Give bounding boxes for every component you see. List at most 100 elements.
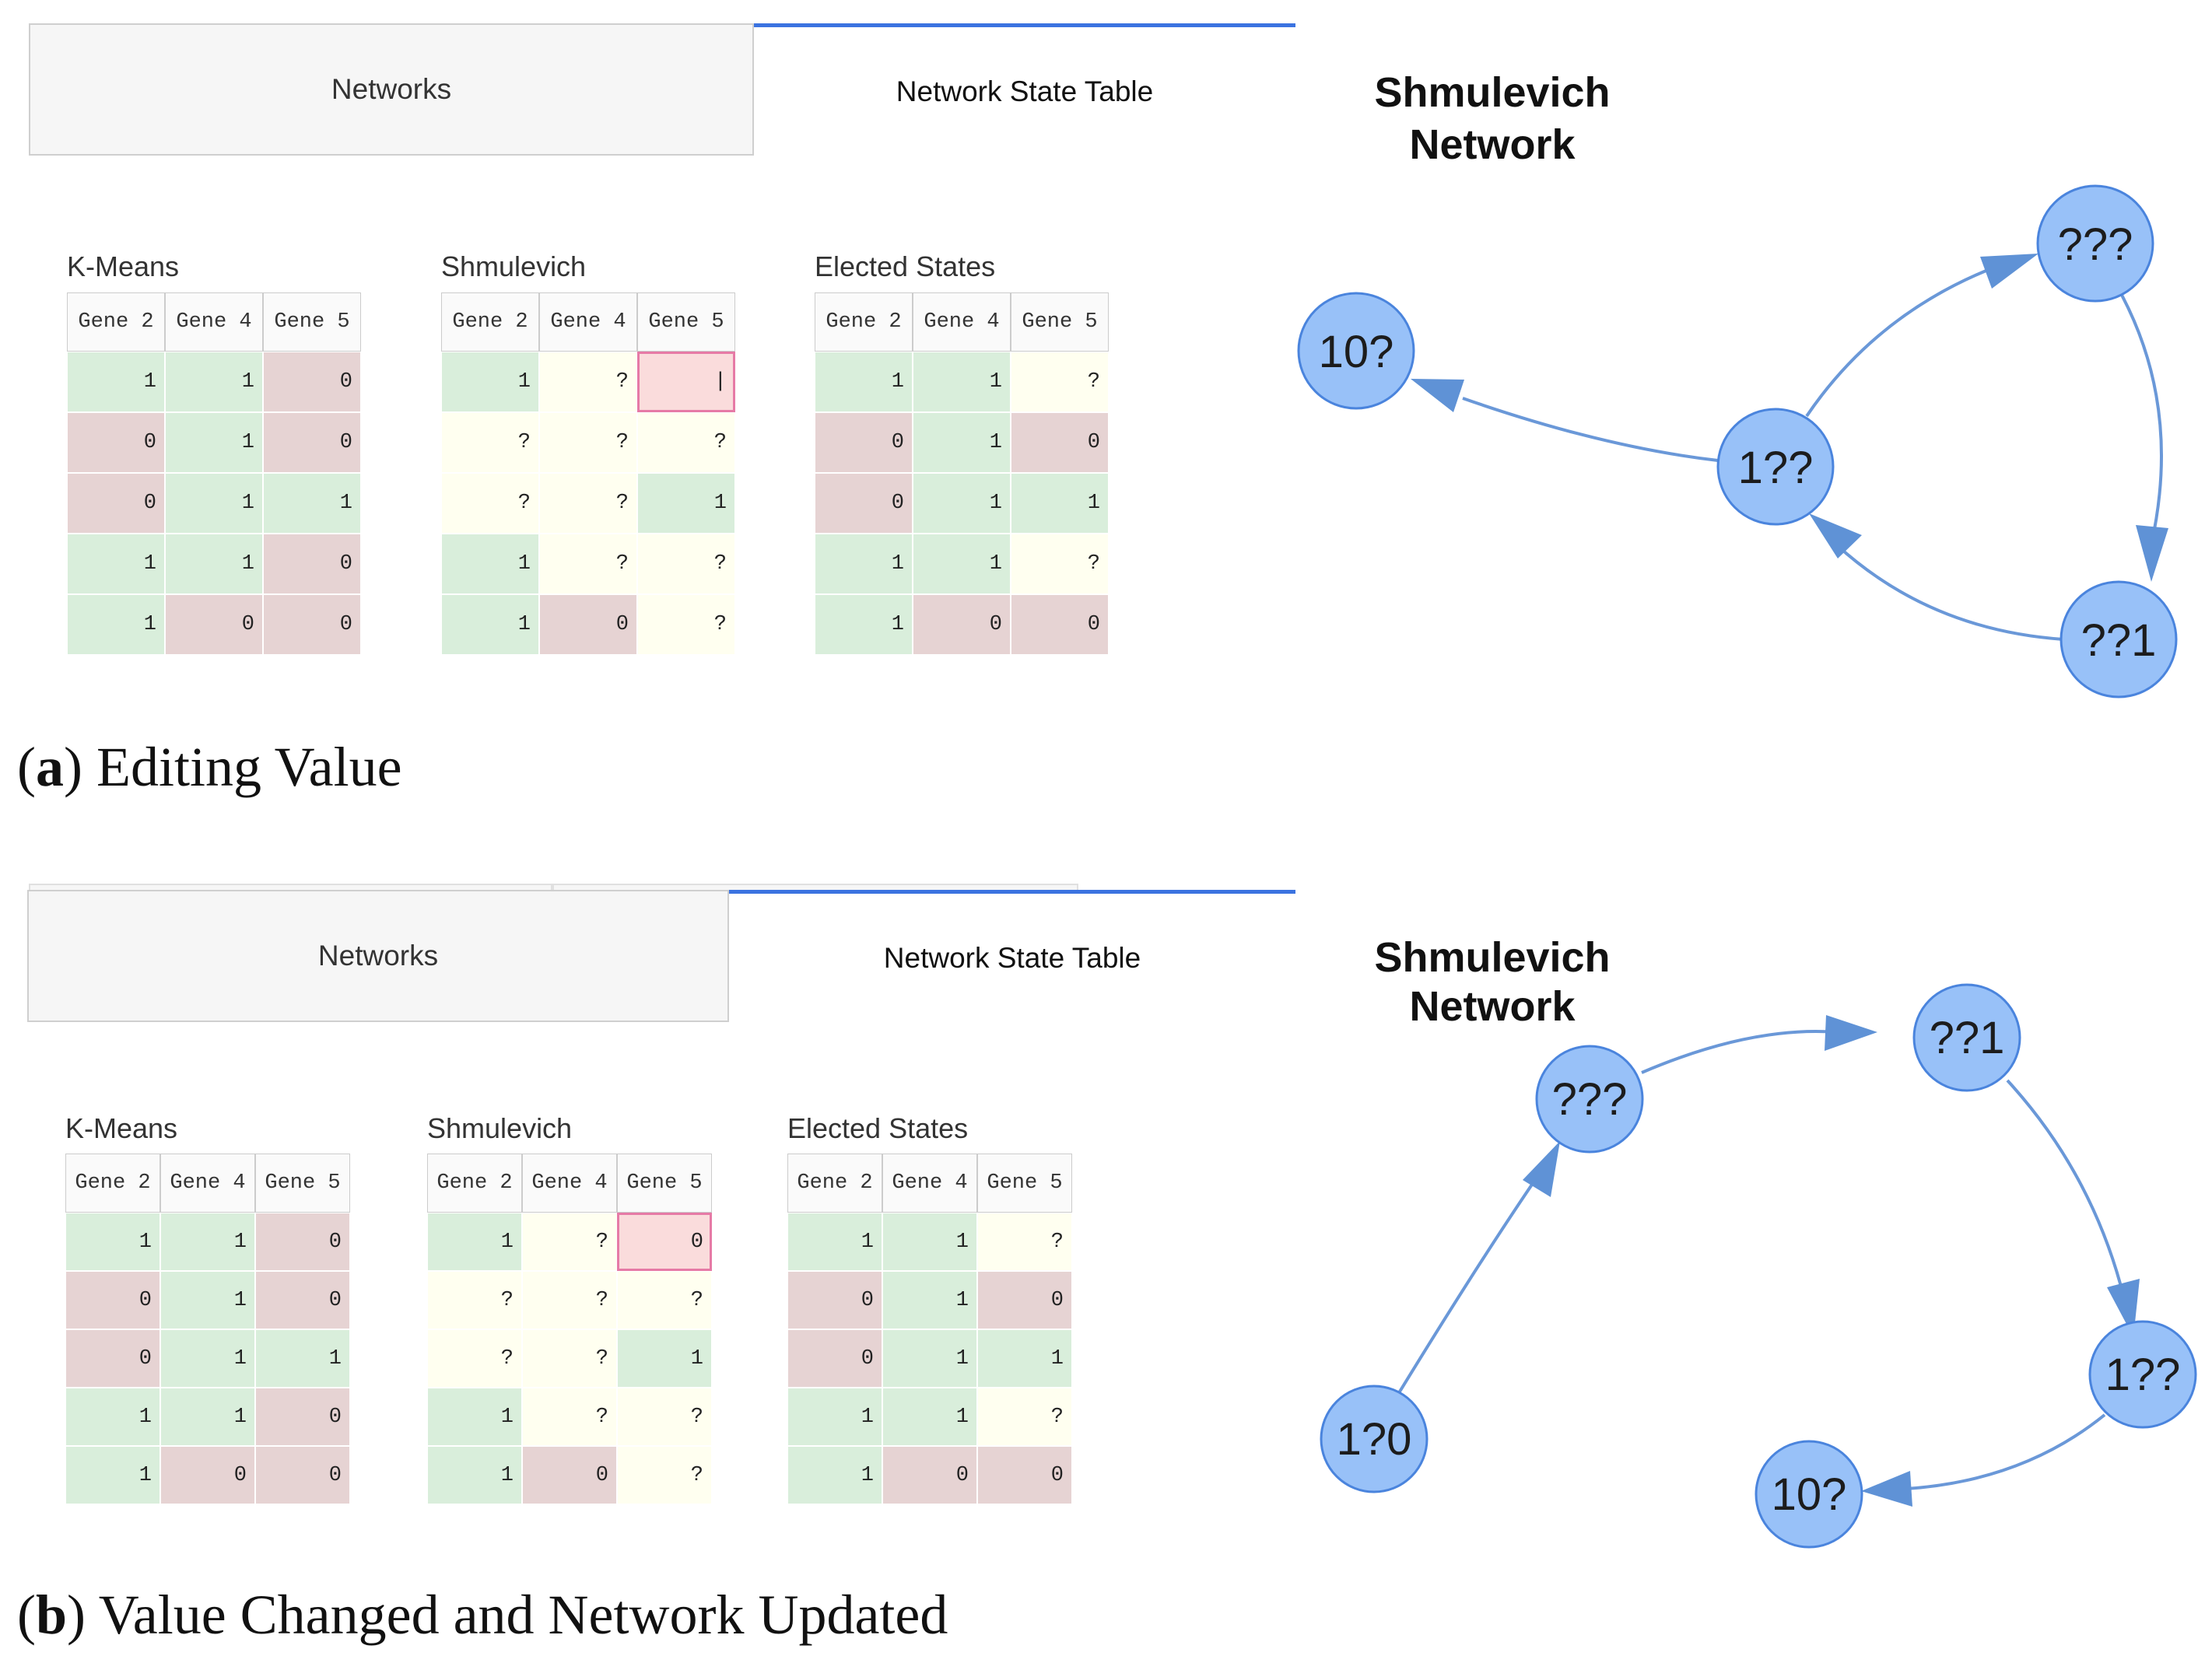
table-cell[interactable]: 0 (977, 1271, 1072, 1329)
table-cell[interactable]: 1 (882, 1213, 977, 1271)
table-cell[interactable]: 1 (913, 473, 1011, 534)
table-cell[interactable]: 1 (65, 1213, 160, 1271)
table-cell[interactable]: ? (522, 1329, 617, 1388)
table-cell[interactable]: 0 (522, 1446, 617, 1504)
table-cell[interactable]: 1 (441, 534, 539, 594)
table-cell[interactable]: 1 (165, 473, 263, 534)
table-cell[interactable]: ? (1011, 534, 1109, 594)
table-cell[interactable]: ? (539, 473, 637, 534)
table-cell[interactable]: ? (637, 534, 735, 594)
table-cell[interactable]: 1 (67, 534, 165, 594)
table-cell[interactable]: 1 (787, 1446, 882, 1504)
table-cell[interactable]: 0 (1011, 594, 1109, 655)
table-cell[interactable]: ? (522, 1388, 617, 1446)
table-cell[interactable]: 0 (539, 594, 637, 655)
table-cell[interactable]: ? (617, 1446, 712, 1504)
table-cell[interactable]: 0 (913, 594, 1011, 655)
table-cell[interactable]: ? (522, 1213, 617, 1271)
table-cell[interactable]: 0 (977, 1446, 1072, 1504)
table-cell[interactable]: 0 (815, 473, 913, 534)
table-cell[interactable]: ? (1011, 352, 1109, 412)
table-cell[interactable]: 1 (160, 1388, 255, 1446)
editing-cell[interactable]: 0 (617, 1213, 712, 1271)
table-cell[interactable]: ? (427, 1271, 522, 1329)
table-cell[interactable]: 0 (787, 1271, 882, 1329)
table-cell[interactable]: 1 (882, 1329, 977, 1388)
table-cell[interactable]: 1 (160, 1213, 255, 1271)
table-cell[interactable]: 0 (67, 473, 165, 534)
table-cell[interactable]: 0 (787, 1329, 882, 1388)
graph-node[interactable]: 1?0 (1320, 1385, 1429, 1493)
table-cell[interactable]: 1 (1011, 473, 1109, 534)
graph-node[interactable]: 10? (1755, 1440, 1863, 1549)
table-cell[interactable]: ? (637, 412, 735, 473)
table-cell[interactable]: 0 (255, 1271, 350, 1329)
table-cell[interactable]: 1 (427, 1213, 522, 1271)
graph-node[interactable]: ??1 (2060, 580, 2178, 698)
table-cell[interactable]: 1 (815, 534, 913, 594)
table-cell[interactable]: 0 (255, 1446, 350, 1504)
table-cell[interactable]: 1 (255, 1329, 350, 1388)
table-cell[interactable]: ? (539, 534, 637, 594)
table-cell[interactable]: 1 (165, 412, 263, 473)
table-cell[interactable]: 1 (815, 352, 913, 412)
table-cell[interactable]: ? (977, 1388, 1072, 1446)
table-cell[interactable]: 1 (65, 1446, 160, 1504)
table-cell[interactable]: 1 (160, 1329, 255, 1388)
table-cell[interactable]: ? (977, 1213, 1072, 1271)
table-cell[interactable]: 0 (263, 412, 361, 473)
table-cell[interactable]: 1 (427, 1446, 522, 1504)
table-cell[interactable]: 0 (65, 1329, 160, 1388)
table-cell[interactable]: 1 (787, 1213, 882, 1271)
graph-node[interactable]: 10? (1297, 292, 1415, 410)
table-cell[interactable]: 0 (255, 1213, 350, 1271)
table-cell[interactable]: 1 (160, 1271, 255, 1329)
table-cell[interactable]: 1 (882, 1388, 977, 1446)
table-cell[interactable]: 0 (263, 594, 361, 655)
graph-node[interactable]: ??? (2036, 184, 2154, 303)
table-cell[interactable]: ? (617, 1271, 712, 1329)
graph-node[interactable]: 1?? (2088, 1320, 2197, 1429)
table-cell[interactable]: 0 (815, 412, 913, 473)
table-cell[interactable]: ? (539, 352, 637, 412)
table-cell[interactable]: 1 (165, 352, 263, 412)
table-cell[interactable]: 1 (815, 594, 913, 655)
table-cell[interactable]: 0 (255, 1388, 350, 1446)
tab-network-state-table[interactable]: Network State Table (729, 890, 1295, 1022)
tab-networks[interactable]: Networks (29, 23, 754, 156)
table-cell[interactable]: 1 (637, 473, 735, 534)
table-cell[interactable]: 1 (913, 534, 1011, 594)
graph-node[interactable]: ??1 (1912, 983, 2021, 1092)
table-cell[interactable]: 1 (977, 1329, 1072, 1388)
table-cell[interactable]: ? (637, 594, 735, 655)
table-cell[interactable]: 0 (165, 594, 263, 655)
table-cell[interactable]: ? (441, 473, 539, 534)
table-cell[interactable]: 1 (427, 1388, 522, 1446)
editing-cell[interactable]: | (637, 352, 735, 412)
table-cell[interactable]: 0 (263, 534, 361, 594)
table-cell[interactable]: 1 (165, 534, 263, 594)
tab-network-state-table[interactable]: Network State Table (754, 23, 1295, 156)
table-cell[interactable]: 1 (441, 352, 539, 412)
table-cell[interactable]: ? (522, 1271, 617, 1329)
table-cell[interactable]: 0 (65, 1271, 160, 1329)
tab-networks[interactable]: Networks (27, 890, 729, 1022)
table-cell[interactable]: 1 (441, 594, 539, 655)
graph-node[interactable]: ??? (1535, 1045, 1644, 1154)
table-cell[interactable]: 0 (882, 1446, 977, 1504)
table-cell[interactable]: 0 (1011, 412, 1109, 473)
table-cell[interactable]: ? (617, 1388, 712, 1446)
table-cell[interactable]: 0 (67, 412, 165, 473)
table-cell[interactable]: 1 (67, 594, 165, 655)
table-cell[interactable]: 1 (263, 473, 361, 534)
table-cell[interactable]: 1 (67, 352, 165, 412)
table-cell[interactable]: 1 (65, 1388, 160, 1446)
table-cell[interactable]: 1 (882, 1271, 977, 1329)
table-cell[interactable]: ? (427, 1329, 522, 1388)
table-cell[interactable]: 1 (913, 352, 1011, 412)
table-cell[interactable]: 1 (787, 1388, 882, 1446)
table-cell[interactable]: 0 (160, 1446, 255, 1504)
table-cell[interactable]: 1 (913, 412, 1011, 473)
graph-node[interactable]: 1?? (1716, 408, 1835, 526)
table-cell[interactable]: ? (539, 412, 637, 473)
